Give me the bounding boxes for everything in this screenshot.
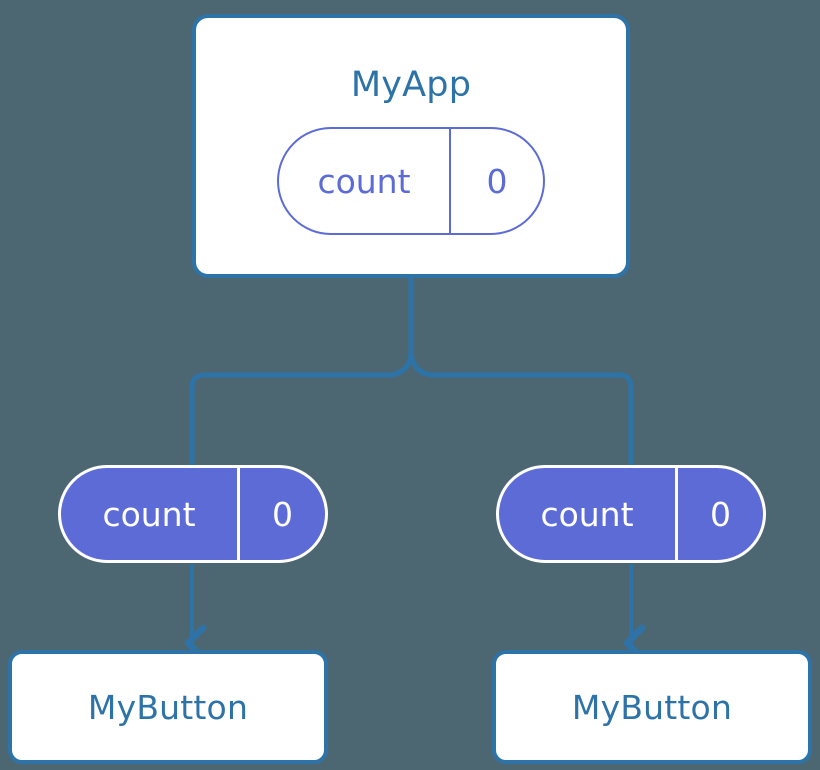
state-pill-key: count <box>540 494 634 534</box>
state-pill-value: 0 <box>449 129 543 233</box>
state-pill-value: 0 <box>675 468 763 560</box>
component-title-mybutton: MyButton <box>571 687 733 727</box>
component-title-mybutton: MyButton <box>87 687 249 727</box>
state-pill-right[interactable]: count 0 <box>496 465 766 563</box>
state-pill-key: count <box>317 161 411 201</box>
connector-branch-right <box>408 347 634 468</box>
component-box-mybutton-left[interactable]: MyButton <box>8 650 328 764</box>
state-pill-myapp[interactable]: count 0 <box>277 127 545 235</box>
state-pill-key: count <box>102 494 196 534</box>
state-pill-left[interactable]: count 0 <box>58 465 328 563</box>
connector-branch-left <box>189 347 414 468</box>
component-box-mybutton-right[interactable]: MyButton <box>492 650 812 764</box>
state-pill-value: 0 <box>237 468 325 560</box>
component-title-myapp: MyApp <box>350 65 472 105</box>
